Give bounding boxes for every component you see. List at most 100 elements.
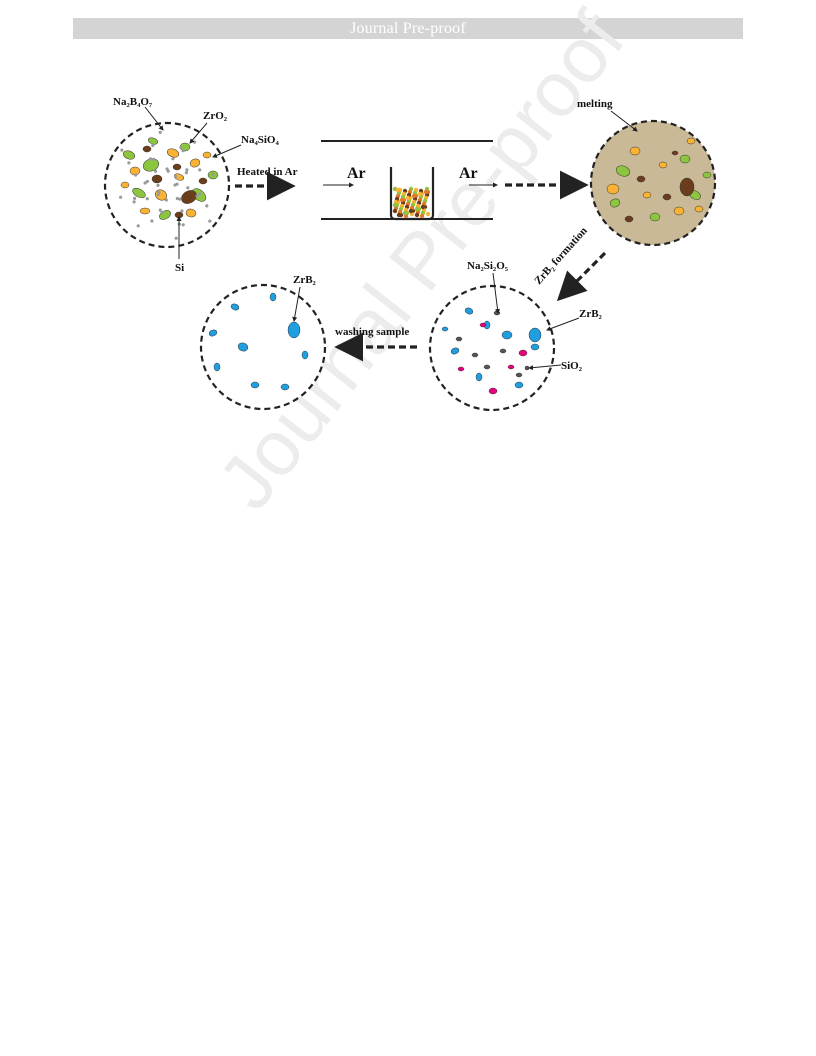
sio2-particle (455, 336, 463, 342)
na4sio4-particle (145, 197, 149, 201)
na4sio4-particle (133, 196, 137, 200)
zro2-particle (189, 158, 201, 168)
product-zrb2-particle (441, 326, 449, 332)
na2si2o5-particle (488, 387, 498, 395)
melt-circle (589, 119, 717, 247)
zro2-particle (185, 208, 197, 218)
na4sio4-particle (198, 168, 202, 172)
powder-grain (408, 208, 414, 214)
na4sio4-particle (174, 236, 178, 240)
melt-orange-particle (686, 137, 696, 145)
si-particle (172, 163, 182, 171)
na2si2o5-particle (518, 349, 528, 357)
final-zrb2-particle (213, 362, 221, 372)
product-zrb2-particle (501, 330, 513, 340)
melt-green-particle (702, 171, 712, 179)
na4sio4-particle (175, 196, 179, 201)
label-na2si2o5: Na₂Si₂O₅ (467, 260, 509, 272)
label-na4sio4: Na₄SiO₄ (241, 134, 279, 146)
final-zrb2-large-particle (287, 321, 301, 339)
sio2-particle (493, 310, 501, 316)
final-zrb2-particle (208, 329, 218, 337)
melt-brown-particle (636, 175, 646, 183)
final-zrb2-particle (269, 292, 277, 302)
mixture-circle (103, 121, 231, 249)
na2si2o5-particle (479, 322, 487, 328)
melt-orange-particle (658, 161, 668, 169)
na4sio4-particle (175, 182, 179, 186)
na2si2o5-particle (457, 366, 465, 372)
melt-orange-particle (694, 205, 704, 213)
na4sio4-particle (198, 192, 202, 196)
final-zrb2-particle (280, 383, 290, 391)
na4sio4-particle (195, 194, 199, 198)
product-zrb2-particle (475, 372, 483, 382)
na4sio4-particle (151, 143, 155, 148)
melt-brown-particle (662, 193, 672, 201)
na4sio4-particle (148, 157, 153, 161)
product-mixture-circle (428, 284, 556, 412)
melt-orange-particle (629, 146, 641, 156)
powder-grain (423, 189, 429, 195)
final-zrb2-particle (230, 303, 240, 311)
na4sio4-particle (181, 149, 185, 153)
melt-brown-particle (679, 177, 695, 197)
powder-grain (417, 191, 423, 197)
na4sio4-particle (132, 200, 136, 204)
na4sio4-particle (119, 195, 123, 199)
formation-arrow (556, 251, 607, 302)
powder-grain (395, 187, 401, 193)
na4sio4-particle (179, 145, 183, 150)
powder-grain (396, 212, 402, 218)
si-particle (142, 145, 152, 153)
na4sio4-particle (164, 198, 168, 202)
si-particle (151, 174, 163, 184)
product-zrb2-large-particle (528, 327, 542, 343)
label-sio2: SiO₂ (561, 360, 583, 372)
label-heated: Heated in Ar (237, 166, 298, 178)
final-zrb2-particle (301, 350, 309, 360)
crucible (389, 167, 435, 221)
powder-grain (402, 210, 408, 216)
zro2-particle (120, 181, 130, 189)
na4sio4-particle (156, 192, 160, 197)
na4sio4-particle (211, 173, 215, 177)
na4sio4-particle (153, 169, 158, 173)
sio2-particle (499, 348, 507, 354)
melt-green-particle (609, 198, 621, 208)
product-zrb2-particle (464, 307, 474, 315)
na4sio4-particle (156, 183, 160, 187)
powder-grain (411, 193, 417, 199)
final-zrb2-circle (199, 283, 327, 411)
label-si: Si (175, 262, 184, 274)
si-particle (198, 177, 208, 185)
furnace-tube (321, 140, 493, 221)
powder-grain (420, 204, 426, 210)
label-zro2: ZrO₂ (203, 110, 228, 122)
na4sio4-particle (180, 209, 184, 213)
na2b4o7-particle (142, 158, 160, 172)
label-ar-right: Ar (459, 165, 478, 182)
na4sio4-particle (205, 204, 209, 208)
melt-brown-particle (671, 150, 679, 156)
na4sio4-particle (134, 173, 138, 177)
product-zrb2-particle (530, 343, 540, 351)
label-ar-left: Ar (347, 165, 366, 182)
na4sio4-particle (173, 174, 178, 179)
na4sio4-particle (186, 186, 190, 190)
na4sio4-particle (181, 223, 185, 227)
melt-orange-particle (673, 206, 685, 216)
na2si2o5-particle (507, 364, 515, 370)
label-zrb2-mixed: ZrB₂ (579, 308, 603, 320)
melt-green-particle (615, 165, 631, 177)
label-na2b4o7: Na₂B₄O₇ (113, 96, 153, 108)
powder-grain (399, 197, 405, 203)
na4sio4-particle (143, 181, 147, 185)
label-zrb2-final: ZrB₂ (293, 274, 317, 286)
melt-brown-particle (624, 215, 634, 223)
si-particle (181, 190, 197, 204)
melt-green-particle (649, 212, 661, 222)
zro2-particle (166, 148, 180, 158)
sio2-particle (471, 352, 479, 358)
na4sio4-particle (178, 197, 182, 201)
